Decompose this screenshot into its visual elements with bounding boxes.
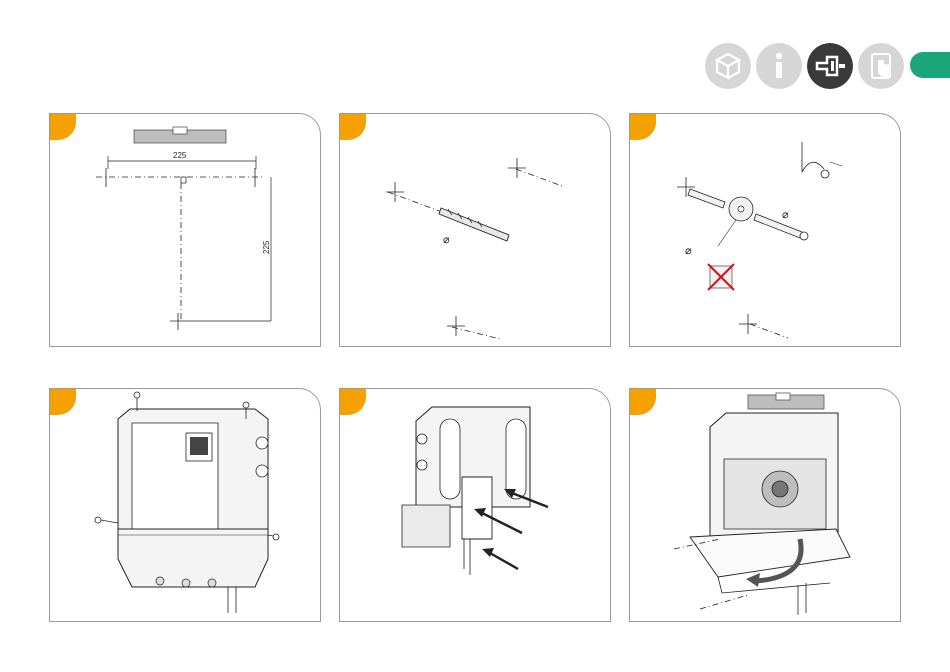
no-packaging-icon (708, 264, 734, 290)
step-panel-remove-cover-screws (49, 388, 321, 622)
step-panel-level-and-fold (629, 388, 901, 622)
plugs-screws-drawing: ⌀ ⌀ (630, 114, 901, 347)
wall-mount-icon[interactable] (807, 43, 853, 89)
dimension-vertical: 225 (262, 240, 271, 254)
mark-holes-drawing: 225 225 (50, 114, 321, 347)
diameter-symbol: ⌀ (443, 233, 450, 246)
info-icon[interactable] (756, 43, 802, 89)
diameter-symbol-plug: ⌀ (685, 244, 692, 257)
level-fold-drawing (630, 389, 901, 622)
step-panel-hang-on-bracket (339, 388, 611, 622)
diameter-symbol-screw: ⌀ (782, 208, 789, 221)
box-icon[interactable] (705, 43, 751, 89)
screw-icon (95, 517, 118, 523)
section-tab[interactable] (910, 52, 950, 78)
hand-touch-icon[interactable] (858, 43, 904, 89)
inverter-cover-drawing (50, 389, 321, 622)
screw-icon (134, 392, 140, 411)
screw-icon (268, 534, 279, 540)
bracket-drawing (340, 389, 611, 622)
step-panel-insert-plugs-screws: ⌀ ⌀ (629, 113, 901, 347)
arrow-icon (482, 548, 518, 569)
step-panel-mark-holes: 225 225 (49, 113, 321, 347)
dimension-horizontal: 225 (173, 151, 187, 160)
step-panel-drill-holes: ⌀ (339, 113, 611, 347)
drill-holes-drawing: ⌀ (340, 114, 611, 347)
